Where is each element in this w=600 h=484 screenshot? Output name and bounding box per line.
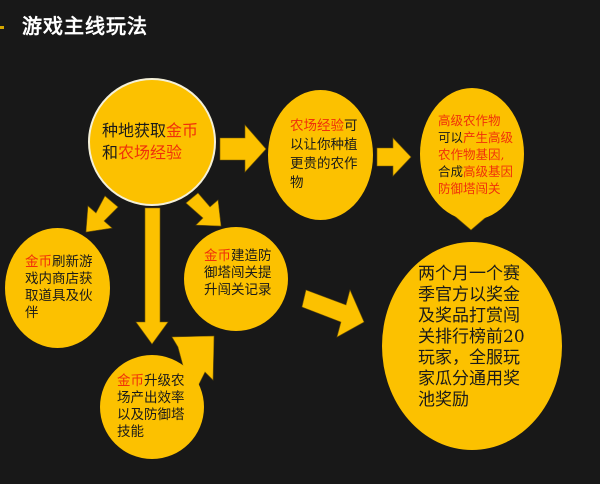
node-text-line: 金币升级农 <box>117 373 204 390</box>
arrow-main-to-farm-exp <box>219 124 267 173</box>
node-main: 种地获取金币和农场经验 <box>88 78 216 206</box>
node-text-line: 取道具及伙 <box>25 288 110 305</box>
node-text: 可以 <box>438 129 464 145</box>
arrow-main-down-right <box>185 192 222 227</box>
node-text-line: 及奖品打赏闯 <box>418 306 562 327</box>
node-text-line: 农作物基因, <box>438 146 524 163</box>
highlight-text: 农作物基因, <box>438 146 505 162</box>
highlight-text: 农场经验 <box>290 118 344 134</box>
node-text-line: 防御塔闯关 <box>438 180 524 197</box>
node-text: 两个月一个赛 <box>418 263 520 284</box>
node-text: 伴 <box>25 305 39 321</box>
node-text: 升级农 <box>144 373 185 389</box>
node-text: 御塔闯关提 <box>204 264 272 281</box>
node-text-line: 和农场经验 <box>102 142 214 164</box>
arrow-upgrade-to-tower <box>171 335 215 387</box>
page-title: 游戏主线玩法 <box>22 14 148 38</box>
node-text-line: 技能 <box>117 424 204 441</box>
highlight-text: 金币 <box>166 121 199 140</box>
node-text: 合成 <box>438 163 464 179</box>
node-advanced-crops: 高级农作物可以产生高级农作物基因,合成高级基因防御塔闯关 <box>420 88 524 220</box>
node-text-line: 两个月一个赛 <box>418 264 562 285</box>
node-text-line: 高级农作物 <box>438 112 524 129</box>
node-text: 建造防 <box>231 247 272 264</box>
node-text-line: 伴 <box>25 305 110 322</box>
node-text: 池奖励 <box>418 389 469 410</box>
node-text-line: 金币建造防 <box>204 248 288 265</box>
node-text: 家瓜分通用奖 <box>418 368 520 389</box>
highlight-text: 高级农作物 <box>438 112 501 128</box>
node-text: 关排行榜前20 <box>418 326 525 347</box>
node-text-line: 季官方以奖金 <box>418 285 562 306</box>
node-text: 季官方以奖金 <box>418 284 520 305</box>
node-text: 玩家，全服玩 <box>418 347 520 368</box>
node-text-line: 可以产生高级 <box>438 129 524 146</box>
node-text-line: 关排行榜前20 <box>418 327 562 348</box>
arrow-main-down-left <box>85 195 119 233</box>
node-text-line: 种地获取金币 <box>102 120 214 142</box>
node-text-line: 农场经验可 <box>290 117 373 136</box>
arrow-farm-exp-to-advanced <box>376 137 412 177</box>
highlight-text: 农场经验 <box>118 143 183 162</box>
highlight-text: 产生高级 <box>463 129 514 145</box>
node-text: 可 <box>344 118 358 134</box>
node-text: 升闯关记录 <box>204 281 272 298</box>
node-text: 取道具及伙 <box>25 288 93 304</box>
node-text-line: 家瓜分通用奖 <box>418 369 562 390</box>
node-text-line: 池奖励 <box>418 390 562 411</box>
node-text: 和 <box>102 143 119 162</box>
node-text: 更贵的农作 <box>290 156 358 172</box>
title-bullet <box>0 26 4 29</box>
node-text-line: 升闯关记录 <box>204 282 288 299</box>
node-text-line: 以让你种植 <box>290 136 373 155</box>
node-farm-exp: 农场经验可以让你种植更贵的农作物 <box>268 90 373 220</box>
node-text-line: 场产出效率 <box>117 390 204 407</box>
node-text-line: 合成高级基因 <box>438 163 524 180</box>
highlight-text: 金币 <box>25 254 52 270</box>
arrow-main-down <box>135 207 169 345</box>
node-text: 种地获取 <box>102 121 167 140</box>
node-upgrade: 金币升级农场产出效率以及防御塔技能 <box>100 355 204 459</box>
node-text: 物 <box>290 175 304 191</box>
node-text: 刷新游 <box>52 254 93 270</box>
node-text: 戏内商店获 <box>25 271 93 287</box>
highlight-text: 金币 <box>117 373 144 389</box>
node-text: 以让你种植 <box>290 137 358 153</box>
node-text-line: 物 <box>290 174 373 193</box>
node-text-line: 以及防御塔 <box>117 407 204 424</box>
node-text: 技能 <box>117 424 144 440</box>
node-tower: 金币建造防御塔闯关提升闯关记录 <box>184 227 288 331</box>
highlight-text: 高级基因 <box>463 163 514 179</box>
node-text-line: 更贵的农作 <box>290 155 373 174</box>
node-text-line: 戏内商店获 <box>25 271 110 288</box>
node-shop: 金币刷新游戏内商店获取道具及伙伴 <box>5 228 110 348</box>
node-text: 场产出效率 <box>117 390 185 406</box>
arrow-tower-to-season <box>301 289 365 338</box>
node-text-line: 御塔闯关提 <box>204 265 288 282</box>
node-text: 以及防御塔 <box>117 407 185 423</box>
highlight-text: 金币 <box>204 247 231 264</box>
node-text: 及奖品打赏闯 <box>418 305 520 326</box>
highlight-text: 防御塔闯关 <box>438 180 501 196</box>
node-text-line: 玩家，全服玩 <box>418 348 562 369</box>
node-text-line: 金币刷新游 <box>25 254 110 271</box>
